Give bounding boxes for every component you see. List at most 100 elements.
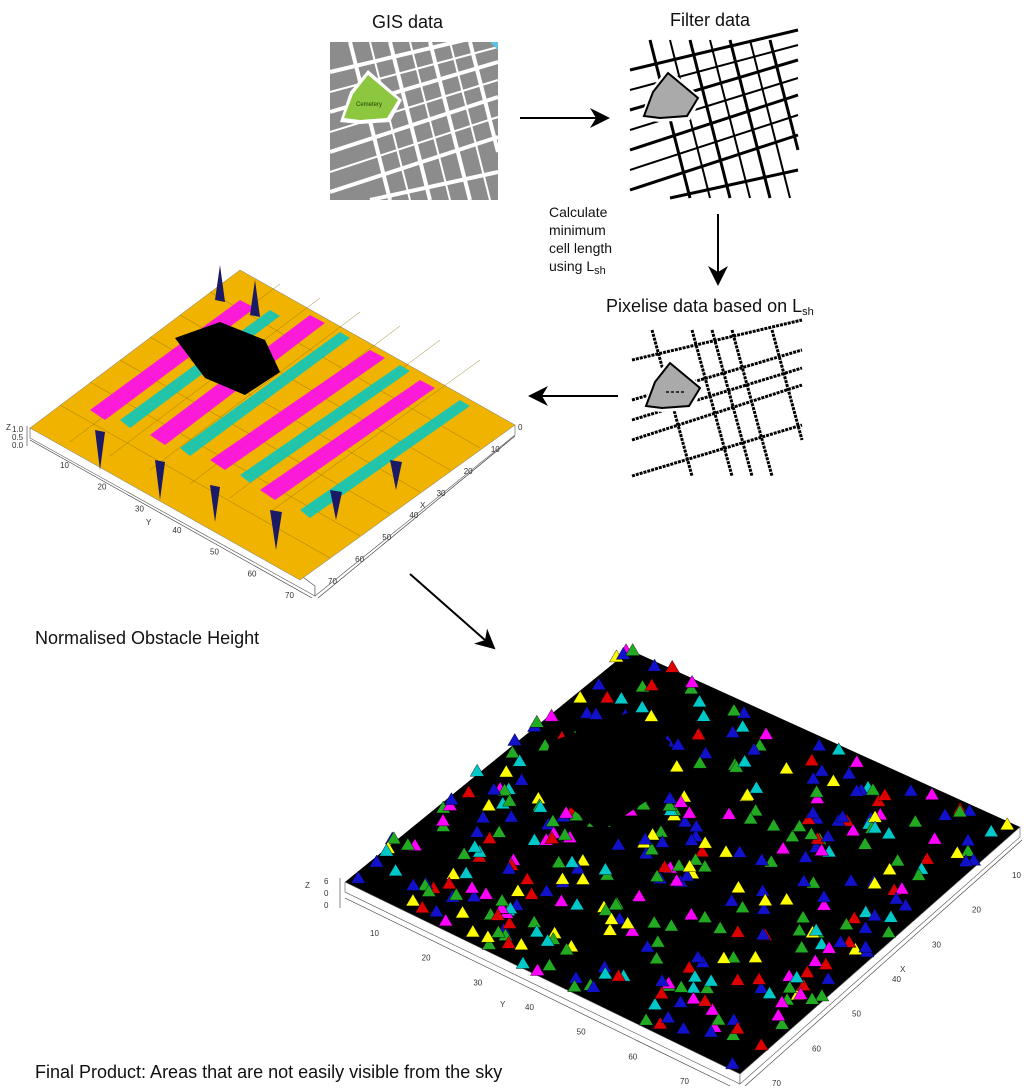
obstacle-cone [898,898,913,911]
obstacle-cone [527,832,542,846]
obstacle-cone [735,900,750,913]
obstacle-cone [814,988,830,1002]
obstacle-cone [808,923,824,936]
obstacle-cone [697,835,713,849]
obstacle-cone [774,995,790,1008]
obstacle-cone [712,920,728,934]
obstacle-cone [637,831,653,845]
obstacle-cone [821,940,837,954]
obstacle-cone [620,916,635,929]
obstacle-cone [755,927,771,941]
obstacle-cone [865,782,881,796]
obstacle-cone [735,719,751,733]
obstacle-cone [804,753,820,766]
obstacle-cone [849,783,865,797]
obstacle-cone [602,922,618,936]
gis-data-label: GIS data [372,12,444,32]
obstacle-cone [513,937,529,951]
filter-data-label: Filter data [670,10,751,30]
y-tick-label: 30 [473,978,482,987]
obstacle-cone [481,937,497,950]
obstacle-cone [438,913,454,927]
obstacle-cone [770,1008,786,1021]
obstacle-cone [557,827,573,841]
obstacle-cone [820,971,836,985]
obstacle-cone [820,829,836,842]
obstacle-cone [544,708,559,722]
y-tick-label: 20 [422,954,431,963]
y-tick-label: 50 [210,548,219,557]
obstacle-cone [751,972,767,985]
obstacle-cone [758,726,774,740]
obstacle-cone [497,783,512,796]
obstacle-cone [814,937,829,950]
y-tick-label: 40 [173,526,182,535]
obstacle-cone [445,866,461,880]
obstacle-cone [814,763,830,777]
obstacle-cone [726,703,742,716]
obstacle-cone [429,904,444,917]
obstacle-cone [911,868,927,881]
obstacle-cone [598,903,614,916]
pixelised-map-image [631,318,804,478]
obstacle-cone [502,793,517,807]
obstacle-cone [740,787,755,801]
obstacle-cone [958,854,974,867]
obstacle-cone [766,818,782,832]
obstacle-cone [753,1037,769,1051]
obstacle-cone [482,831,497,844]
obstacle-cone [558,805,574,819]
x-tick-label: 10 [491,445,500,454]
obstacle-cone [650,934,666,948]
obstacle-cone [533,799,548,813]
obstacle-cone [540,933,555,947]
obstacle-cone [669,873,685,887]
obstacle-cone [655,834,670,848]
obstacle-cone [475,810,491,823]
obstacle-cone [775,841,791,854]
obstacle-cone [731,880,746,893]
final-product-caption: Final Product: Areas that are not easily… [35,1062,503,1082]
obstacle-cone [676,1021,691,1034]
obstacle-cone [502,916,517,929]
obstacle-cone [691,727,706,740]
obstacle-cone [881,925,897,938]
obstacle-cone [746,742,762,756]
obstacle-cone [697,859,713,872]
obstacle-cone [519,871,535,885]
y-tick-label: 40 [525,1003,534,1012]
arrow-plot-to-final [409,573,496,650]
obstacle-cone [640,939,655,953]
z-tick-label: 0 [324,901,329,910]
obstacle-cone [515,956,531,969]
obstacle-cone [919,851,935,865]
obstacle-cone [591,677,607,690]
obstacle-cone [503,809,519,823]
obstacle-cone [803,826,819,840]
obstacle-cone [441,876,457,890]
obstacle-cone [730,924,746,938]
obstacle-cone [644,678,660,691]
obstacle-cone [703,1024,719,1038]
z-tick-label: 0.5 [12,433,24,442]
obstacle-cone [684,832,699,846]
obstacle-cone [811,738,827,751]
obstacle-cone [890,853,906,867]
cemetery-hole [175,322,280,395]
obstacle-cone [664,659,680,673]
obstacle-cone [379,843,394,857]
obstacle-cone [559,942,574,956]
obstacle-cone [793,987,808,1000]
obstacle-cone [718,844,734,858]
obstacle-cone [597,966,613,980]
z-axis-label: Z [305,881,310,890]
obstacle-cone [732,844,748,858]
obstacle-cone [625,923,640,937]
obstacle-cone [833,934,848,948]
obstacle-cone [937,807,953,821]
obstacle-cone [682,859,697,872]
obstacle-cone [653,824,669,838]
x-tick-label: 60 [355,555,364,564]
obstacle-cone [660,1010,676,1023]
